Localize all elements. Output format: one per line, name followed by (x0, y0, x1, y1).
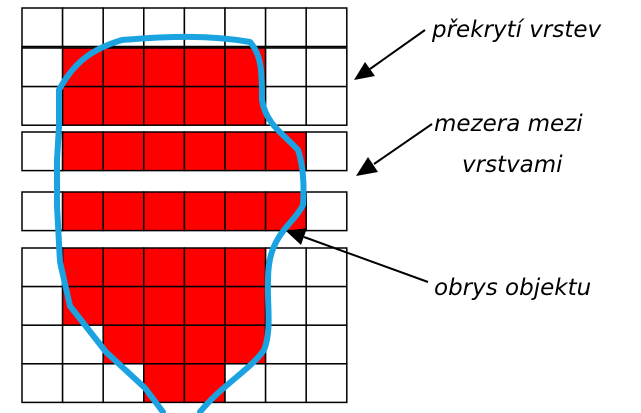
empty-cell (21, 47, 64, 88)
outline-label: obrys objektu (434, 275, 591, 301)
empty-cell (21, 324, 64, 365)
filled-cell (143, 191, 186, 232)
object-outline (54, 33, 307, 413)
filled-cell (102, 85, 145, 126)
filled-cell (183, 47, 226, 88)
filled-cell (61, 85, 104, 126)
empty-cell (305, 363, 348, 404)
filled-cell (183, 324, 226, 365)
filled-cell (143, 85, 186, 126)
filled-cell (61, 191, 104, 232)
filled-cell (61, 247, 104, 288)
empty-cell (305, 85, 348, 126)
empty-cell (305, 131, 348, 172)
layer-cells (21, 7, 348, 404)
filled-cell (183, 247, 226, 288)
filled-cell (61, 131, 104, 172)
empty-cell (264, 324, 307, 365)
filled-cell (183, 191, 226, 232)
empty-cell (305, 247, 348, 288)
empty-cell (21, 85, 64, 126)
empty-cell (305, 285, 348, 326)
empty-cell (61, 363, 104, 404)
filled-cell (143, 47, 186, 88)
empty-cell (21, 363, 64, 404)
empty-cell (61, 7, 104, 48)
gap-label-line2: vrstvami (462, 152, 563, 178)
empty-cell (21, 7, 64, 48)
filled-cell (224, 131, 267, 172)
filled-cell (224, 247, 267, 288)
empty-cell (21, 247, 64, 288)
empty-cell (305, 191, 348, 232)
filled-cell (183, 363, 226, 404)
filled-cell (102, 285, 145, 326)
empty-cell (21, 285, 64, 326)
arrow-gap (356, 123, 433, 176)
empty-cell (305, 47, 348, 88)
filled-cell (183, 285, 226, 326)
empty-cell (305, 324, 348, 365)
overlap-label: překrytí vrstev (431, 17, 602, 43)
filled-cell (224, 191, 267, 232)
arrow-overlap (354, 29, 426, 80)
filled-cell (224, 285, 267, 326)
filled-cell (102, 131, 145, 172)
filled-cell (183, 131, 226, 172)
filled-cell (61, 47, 104, 88)
filled-cell (143, 247, 186, 288)
gap-label-line1: mezera mezi (434, 111, 583, 137)
filled-cell (143, 285, 186, 326)
arrow-outline (286, 228, 429, 283)
filled-cell (102, 191, 145, 232)
empty-cell (264, 47, 307, 88)
filled-cell (143, 324, 186, 365)
empty-cell (264, 7, 307, 48)
empty-cell (264, 363, 307, 404)
filled-cell (143, 131, 186, 172)
filled-cell (183, 85, 226, 126)
empty-cell (264, 285, 307, 326)
filled-cell (102, 47, 145, 88)
empty-cell (305, 7, 348, 48)
filled-cell (102, 247, 145, 288)
